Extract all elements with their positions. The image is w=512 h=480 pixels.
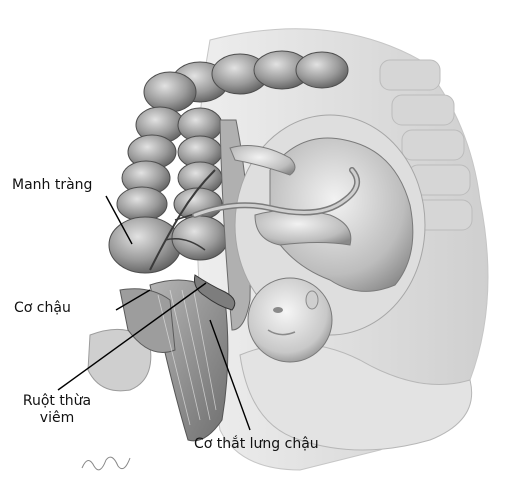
label-ruot-thua-line2: viêm (12, 410, 102, 427)
label-co-that-lung-chau: Cơ thắt lưng chậu (194, 436, 319, 453)
label-manh-trang: Manh tràng (12, 177, 92, 194)
label-co-chau: Cơ chậu (14, 300, 71, 317)
artist-signature (78, 448, 134, 476)
label-ruot-thua-line1: Ruột thừa (12, 393, 102, 410)
label-ruot-thua-viem: Ruột thừa viêm (12, 393, 102, 427)
